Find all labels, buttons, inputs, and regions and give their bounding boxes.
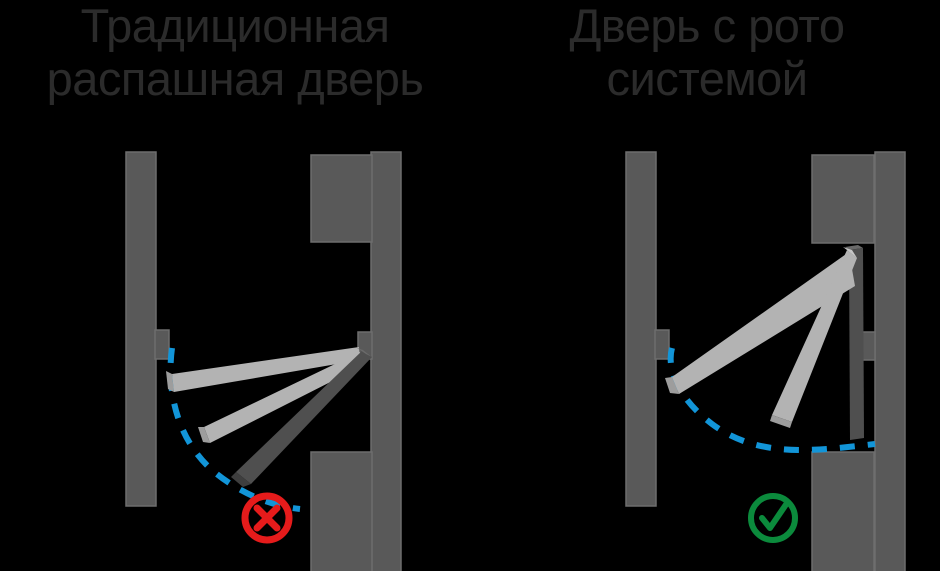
door-leaf-open-narrow-top xyxy=(357,348,372,357)
door-leaf-roto-swing xyxy=(772,250,857,422)
cross-icon-stroke-b xyxy=(253,504,281,532)
diagram-traditional-door xyxy=(125,151,402,571)
check-icon-stroke xyxy=(759,500,790,531)
badge-not-allowed xyxy=(241,492,293,544)
door-leaf-open-wide-edge xyxy=(166,371,174,392)
wall-group-traditional xyxy=(125,151,402,571)
wall-right-bar xyxy=(370,151,402,571)
door-leaf-group-roto xyxy=(665,247,857,428)
badge-circle-green xyxy=(748,493,798,543)
wall-left-bar xyxy=(625,151,657,507)
door-leaf-open-mid xyxy=(204,352,362,443)
door-leaf-roto-open-edge xyxy=(665,377,679,394)
door-leaf-open-wide xyxy=(172,347,360,392)
wall-right-top-block xyxy=(310,154,373,243)
door-leaf-roto-open xyxy=(672,252,855,394)
door-leaf-parked-roto xyxy=(845,245,864,440)
wall-group-roto xyxy=(625,151,906,571)
diagram-roto-door xyxy=(625,151,906,571)
wall-left-bar xyxy=(125,151,157,507)
wall-right-top-block xyxy=(811,154,875,244)
door-leaf-open-mid-edge xyxy=(198,427,210,443)
door-leaf-open-narrow-edge xyxy=(231,472,251,487)
wall-right-bar xyxy=(874,151,906,571)
panel-roto-door: Дверь с рото системой xyxy=(470,0,940,571)
door-leaf-parked-top xyxy=(845,245,863,250)
door-leaf-parked-body xyxy=(849,248,864,440)
panel-traditional-door: Традиционная распашная дверь xyxy=(47,0,424,571)
door-leaf-roto-swing-edge xyxy=(770,415,792,428)
door-leaf-open-narrow xyxy=(236,350,372,484)
door-leaf-group-traditional xyxy=(166,347,372,487)
badge-circle-red xyxy=(241,492,293,544)
wall-left-jamb-stop xyxy=(154,329,170,360)
wall-right-bottom-block xyxy=(811,451,875,571)
badge-allowed xyxy=(748,493,798,543)
wall-left-jamb-stop xyxy=(654,329,670,360)
wall-right-bottom-block xyxy=(310,451,373,571)
